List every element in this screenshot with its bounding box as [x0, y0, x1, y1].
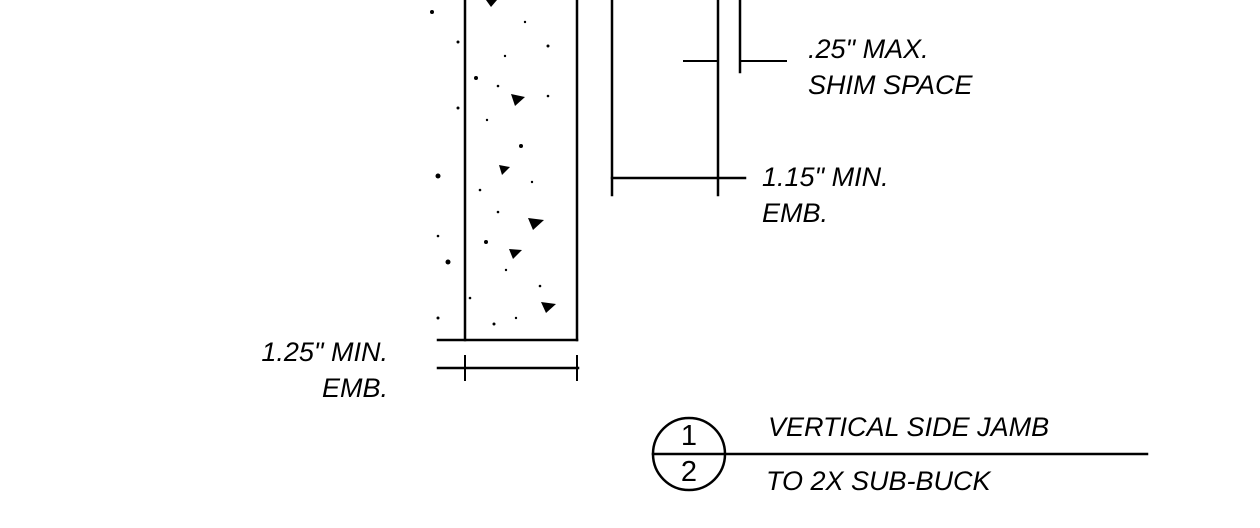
shim-space-label-line1: .25" MAX. — [808, 34, 929, 64]
stipple — [496, 84, 500, 88]
stipple — [496, 210, 500, 214]
detail-title-line2: TO 2X SUB-BUCK — [766, 466, 991, 496]
embed-right-label-line1: 1.15" MIN. — [762, 162, 889, 192]
stipple — [504, 268, 508, 272]
aggregate — [541, 302, 556, 313]
stipple — [474, 76, 478, 80]
stipple — [430, 10, 434, 14]
stipple — [546, 44, 550, 48]
stipple — [519, 144, 523, 148]
aggregate — [499, 165, 510, 175]
embed-right-label-line2: EMB. — [762, 198, 829, 228]
stipple — [456, 40, 460, 44]
stipple — [546, 94, 550, 98]
embed-left-label-line1: 1.25" MIN. — [261, 337, 388, 367]
detail-title-line1: VERTICAL SIDE JAMB — [768, 412, 1050, 442]
stipple — [456, 106, 460, 110]
aggregate — [509, 249, 522, 259]
stipple — [492, 322, 496, 326]
aggregate — [511, 94, 525, 106]
stipple — [514, 316, 518, 320]
shim-space-label-line2: SHIM SPACE — [808, 70, 973, 100]
stipple — [530, 180, 534, 184]
aggregate — [528, 218, 544, 230]
stipple — [503, 54, 507, 58]
stipple — [436, 316, 440, 320]
stipple — [484, 240, 488, 244]
stipple — [468, 296, 472, 300]
stipple — [436, 234, 440, 238]
stipple — [485, 118, 489, 122]
stipple — [538, 284, 542, 288]
aggregate — [486, 0, 497, 7]
stipple — [445, 259, 451, 265]
stipple — [478, 188, 482, 192]
stipple — [435, 173, 441, 179]
stipple — [523, 20, 527, 24]
embed-left-label-line2: EMB. — [321, 373, 388, 403]
detail-tag-sheet: 2 — [680, 456, 698, 488]
detail-tag-number: 1 — [680, 420, 698, 452]
